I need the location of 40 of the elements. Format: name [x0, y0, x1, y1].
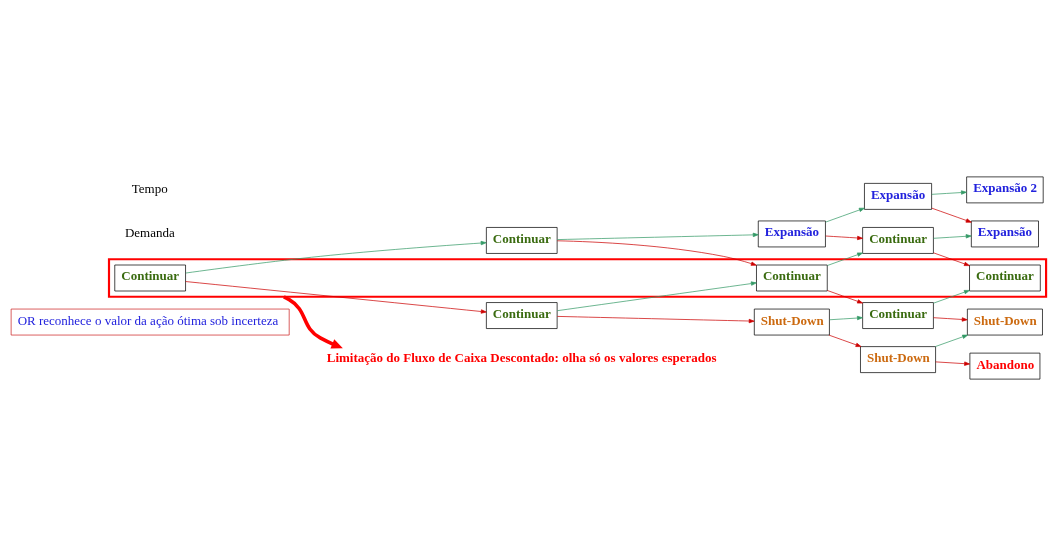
- node-box: Shut-Down: [967, 308, 1043, 336]
- node-box: Continuar: [862, 227, 934, 254]
- node-box: Expansão: [864, 183, 932, 210]
- arrow: [556, 316, 755, 324]
- arrow: [827, 290, 863, 304]
- node-text: Limitação do Fluxo de Caixa Descontado: olha só os valores esperados: [326, 350, 717, 366]
- node-box: Abandono: [969, 352, 1041, 380]
- arrow: [825, 207, 865, 223]
- label: Tempo: [131, 181, 168, 197]
- node-box: Shut-Down: [860, 346, 936, 373]
- arrow: [185, 281, 487, 314]
- arrow: [829, 315, 863, 321]
- node-box: Continuar: [486, 302, 558, 329]
- arrow: [934, 334, 969, 347]
- arrow: [931, 207, 972, 223]
- arrow: [185, 240, 487, 274]
- node-box: Continuar: [969, 264, 1041, 292]
- arrow: [935, 361, 970, 366]
- node-box: Shut-Down: [753, 308, 830, 336]
- node-box: Continuar: [862, 302, 934, 329]
- node-box: Expansão: [757, 220, 826, 248]
- arrow: [933, 234, 972, 239]
- node-box: Continuar: [486, 227, 558, 254]
- node-box: Expansão: [970, 220, 1039, 248]
- arrow: [933, 252, 970, 266]
- arrow: [283, 295, 343, 349]
- arrow: [827, 252, 863, 266]
- arrow: [556, 232, 759, 240]
- arrow: [931, 190, 967, 195]
- arrow: [828, 334, 862, 347]
- node-box: Continuar: [114, 264, 186, 292]
- node-box: Expansão 2: [966, 176, 1044, 204]
- arrow: [933, 317, 968, 322]
- arrow: [556, 281, 757, 312]
- arrow: [933, 290, 970, 304]
- label: Demanda: [124, 225, 175, 241]
- arrow: [825, 235, 863, 241]
- node-box: OR reconhece o valor da ação ótima sob incerteza: [10, 308, 290, 336]
- arrow: [556, 240, 757, 266]
- node-box: Continuar: [756, 264, 828, 292]
